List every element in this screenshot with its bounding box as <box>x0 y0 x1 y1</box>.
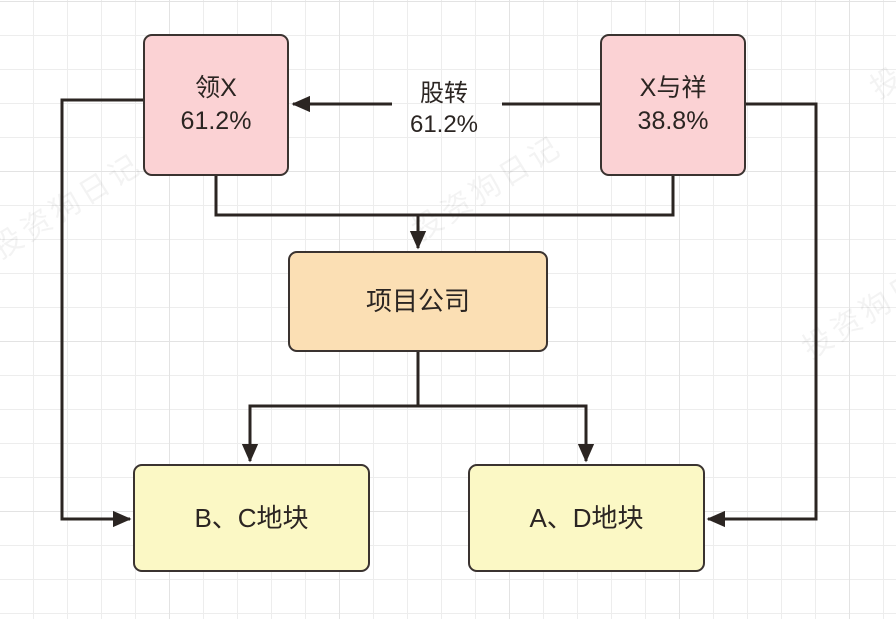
edge-xyuxiang-to-ad <box>706 102 818 528</box>
node-x-yu-xiang-name: X与祥 <box>639 74 707 102</box>
node-x-yu-xiang[interactable]: X与祥 38.8% <box>600 34 746 176</box>
edge-lingx-to-company <box>214 176 418 217</box>
node-plot-ad[interactable]: A、D地块 <box>468 464 705 572</box>
edge-label-guzhuan-title: 股转 <box>420 80 468 107</box>
node-ling-x-share: 61.2% <box>180 107 252 135</box>
node-plot-bc-label: B、C地块 <box>194 502 309 533</box>
edge-xyuxiang-to-company <box>418 176 675 217</box>
edge-label-guzhuan: 股转 61.2% <box>410 78 478 140</box>
node-project-company-label: 项目公司 <box>365 286 470 317</box>
node-x-yu-xiang-share: 38.8% <box>637 107 709 135</box>
edge-company-to-bc <box>241 352 420 463</box>
node-ling-x-name: 领X <box>195 74 237 102</box>
edge-lingx-to-bc <box>60 98 143 528</box>
edge-company-to-ad <box>416 352 595 463</box>
node-project-company[interactable]: 项目公司 <box>288 251 548 352</box>
node-ling-x[interactable]: 领X 61.2% <box>143 34 289 176</box>
node-plot-ad-label: A、D地块 <box>529 502 644 533</box>
node-plot-bc[interactable]: B、C地块 <box>133 464 370 572</box>
edge-label-guzhuan-percent: 61.2% <box>409 111 479 139</box>
